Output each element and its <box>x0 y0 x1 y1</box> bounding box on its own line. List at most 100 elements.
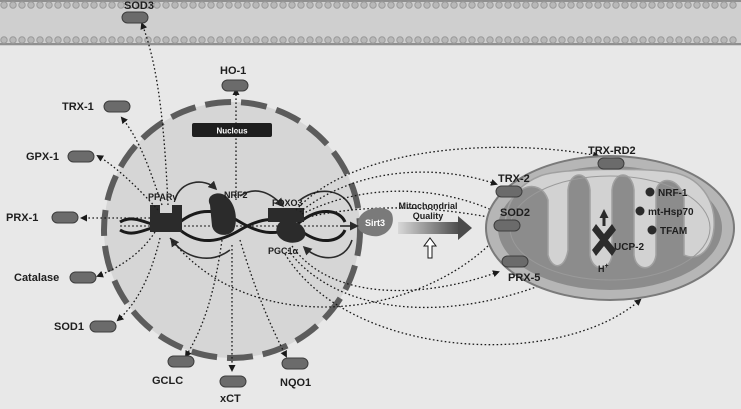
sirt3-protein <box>357 207 393 237</box>
lipid-head <box>90 1 98 9</box>
lipid-head <box>207 1 215 9</box>
lipid-head <box>153 1 161 9</box>
lipid-head <box>432 1 440 9</box>
lipid-head <box>333 36 341 44</box>
nrf2-protein <box>208 193 236 235</box>
trx2-pill <box>495 185 523 198</box>
lipid-head <box>567 36 575 44</box>
lipid-head <box>693 1 701 9</box>
lipid-head <box>342 1 350 9</box>
lipid-head <box>450 1 458 9</box>
lipid-head <box>54 1 62 9</box>
hollow-up-arrow-icon <box>423 237 437 259</box>
lipid-head <box>135 1 143 9</box>
sod1-pill <box>89 320 117 333</box>
lipid-head <box>396 36 404 44</box>
nqo1-label: NQO1 <box>280 377 311 389</box>
lipid-head <box>540 1 548 9</box>
xct-label: xCT <box>220 393 241 405</box>
lipid-head <box>729 36 737 44</box>
prx1-pill <box>51 211 79 224</box>
lipid-head <box>261 36 269 44</box>
lipid-head <box>387 1 395 9</box>
lipid-head <box>270 36 278 44</box>
lipid-head <box>513 1 521 9</box>
nrf1-dot <box>645 187 655 197</box>
ucp2-channel <box>592 209 616 256</box>
lipid-head <box>297 1 305 9</box>
catalase-pill <box>69 271 97 284</box>
nrf1-label: NRF-1 <box>658 188 688 199</box>
xct-pill <box>219 375 247 388</box>
lipid-head <box>270 1 278 9</box>
foxo3-protein <box>268 208 306 243</box>
mito-quality-label-2: Quality <box>413 211 444 221</box>
prx5-label: PRX-5 <box>508 272 540 284</box>
lipid-head <box>36 36 44 44</box>
ho1-label: HO-1 <box>220 65 246 77</box>
lipid-head <box>306 36 314 44</box>
lipid-head <box>387 36 395 44</box>
lipid-head <box>189 36 197 44</box>
lipid-head <box>585 1 593 9</box>
lipid-head <box>621 36 629 44</box>
lipid-head <box>297 36 305 44</box>
lipid-head <box>234 36 242 44</box>
trxrd2-label: TRX-RD2 <box>588 145 636 157</box>
lipid-head <box>171 1 179 9</box>
lipid-head <box>360 36 368 44</box>
nucleus-label: Nucleus <box>216 127 248 136</box>
lipid-head <box>594 36 602 44</box>
lipid-head <box>45 1 53 9</box>
tfam-dot <box>647 225 657 235</box>
lipid-head <box>459 1 467 9</box>
lipid-head <box>18 1 26 9</box>
lipid-head <box>63 36 71 44</box>
lipid-head <box>684 36 692 44</box>
lipid-head <box>378 36 386 44</box>
lipid-head <box>702 1 710 9</box>
lipid-head <box>729 1 737 9</box>
lipid-head <box>630 36 638 44</box>
lipid-head <box>324 36 332 44</box>
lipid-head <box>468 1 476 9</box>
mthsp70-dot <box>635 206 645 216</box>
lipid-head <box>225 1 233 9</box>
lipid-head <box>531 36 539 44</box>
lipid-head <box>576 36 584 44</box>
sod3-pill <box>121 11 149 24</box>
lipid-head <box>702 36 710 44</box>
lipid-head <box>648 36 656 44</box>
lipid-head <box>576 1 584 9</box>
lipid-head <box>468 36 476 44</box>
trx2-label: TRX-2 <box>498 173 530 185</box>
lipid-head <box>693 36 701 44</box>
lipid-head <box>405 36 413 44</box>
lipid-head <box>144 1 152 9</box>
pparg-label: PPARγ <box>148 192 177 202</box>
catalase-label: Catalase <box>14 272 59 284</box>
lipid-head <box>432 36 440 44</box>
lipid-head <box>423 1 431 9</box>
lipid-head <box>99 1 107 9</box>
hplus-label: H+ <box>598 263 609 274</box>
lipid-head <box>369 36 377 44</box>
lipid-head <box>171 36 179 44</box>
sod1-label: SOD1 <box>54 321 84 333</box>
lipid-head <box>54 36 62 44</box>
lipid-head <box>216 1 224 9</box>
lipid-head <box>306 1 314 9</box>
lipid-head <box>558 1 566 9</box>
sod2-pill <box>493 219 521 232</box>
trxrd2-pill <box>597 157 625 170</box>
lipid-head <box>675 36 683 44</box>
lipid-head <box>162 36 170 44</box>
lipid-head <box>261 1 269 9</box>
lipid-head <box>351 36 359 44</box>
lipid-head <box>9 36 17 44</box>
prx5-pill <box>501 255 529 268</box>
gpx1-label: GPX-1 <box>26 151 59 163</box>
pgc1a-label: PGC1α <box>268 246 299 256</box>
lipid-head <box>315 1 323 9</box>
lipid-head <box>0 36 8 44</box>
